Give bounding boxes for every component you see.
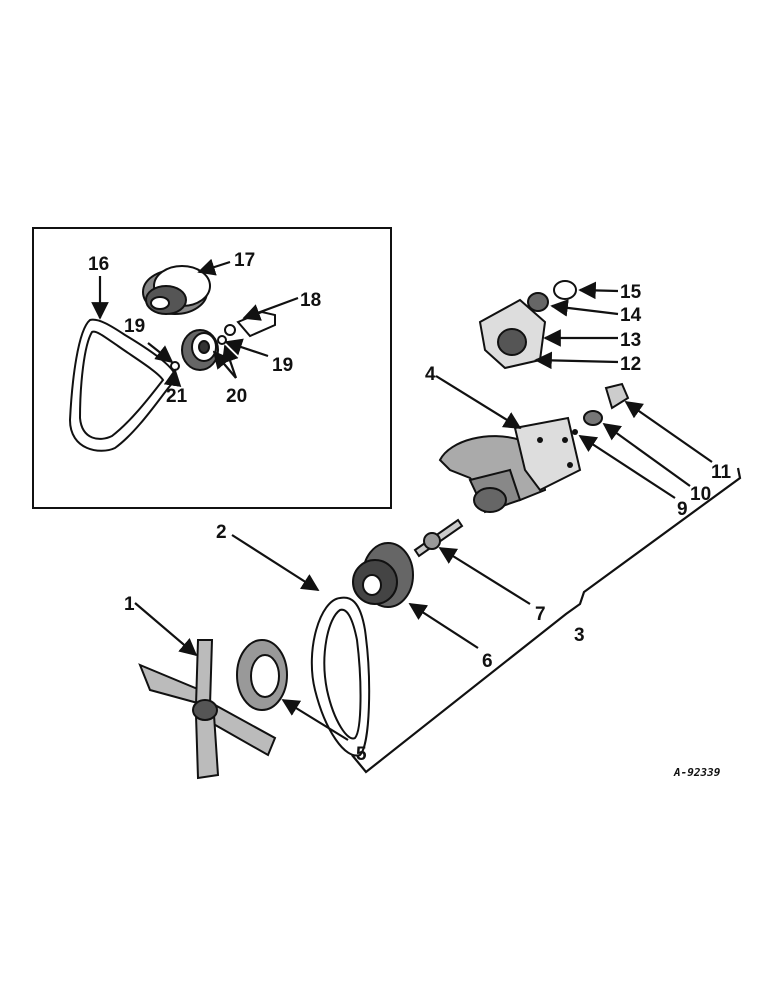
small-parts-9-10-11	[572, 382, 630, 435]
pulley-part	[142, 265, 211, 315]
callout-13: 13	[620, 330, 641, 351]
fan-hub-part	[236, 639, 288, 711]
callout-4: 4	[425, 364, 436, 385]
callout-20: 20	[226, 386, 247, 407]
callout-17: 17	[234, 250, 255, 271]
callout-12: 12	[620, 354, 641, 375]
pump-shaft-part	[413, 518, 464, 558]
callout-14: 14	[620, 305, 642, 326]
fan-belt-alt-part	[68, 318, 177, 452]
water-pump-pulley-part	[352, 542, 414, 608]
callout-5: 5	[356, 744, 367, 765]
leader-lines	[91, 258, 742, 774]
callout-3: 3	[574, 625, 585, 646]
drawing-reference: A-92339	[673, 766, 721, 779]
callout-15: 15	[620, 282, 642, 303]
callout-7: 7	[535, 604, 546, 625]
callout-9: 9	[677, 499, 688, 520]
callout-labels: 1 2 3 4 5 6 7 9 10 11 12 13 14 15 16 17 …	[88, 250, 732, 779]
callout-1: 1	[124, 594, 135, 615]
callout-21: 21	[166, 386, 188, 407]
callout-2: 2	[216, 522, 227, 543]
callout-10: 10	[690, 484, 711, 505]
thermostat-housing-parts	[478, 280, 577, 370]
inset-frame	[32, 227, 392, 509]
callout-16: 16	[88, 254, 109, 275]
callout-18: 18	[300, 290, 321, 311]
idler-pulley-part	[181, 329, 219, 371]
water-pump-body-part	[438, 416, 582, 514]
callout-11: 11	[711, 462, 732, 483]
callout-19b: 19	[272, 355, 293, 376]
fan-blade-part	[138, 639, 277, 780]
callout-6: 6	[482, 651, 493, 672]
callout-19a: 19	[124, 316, 145, 337]
fan-belt-part	[310, 596, 371, 757]
